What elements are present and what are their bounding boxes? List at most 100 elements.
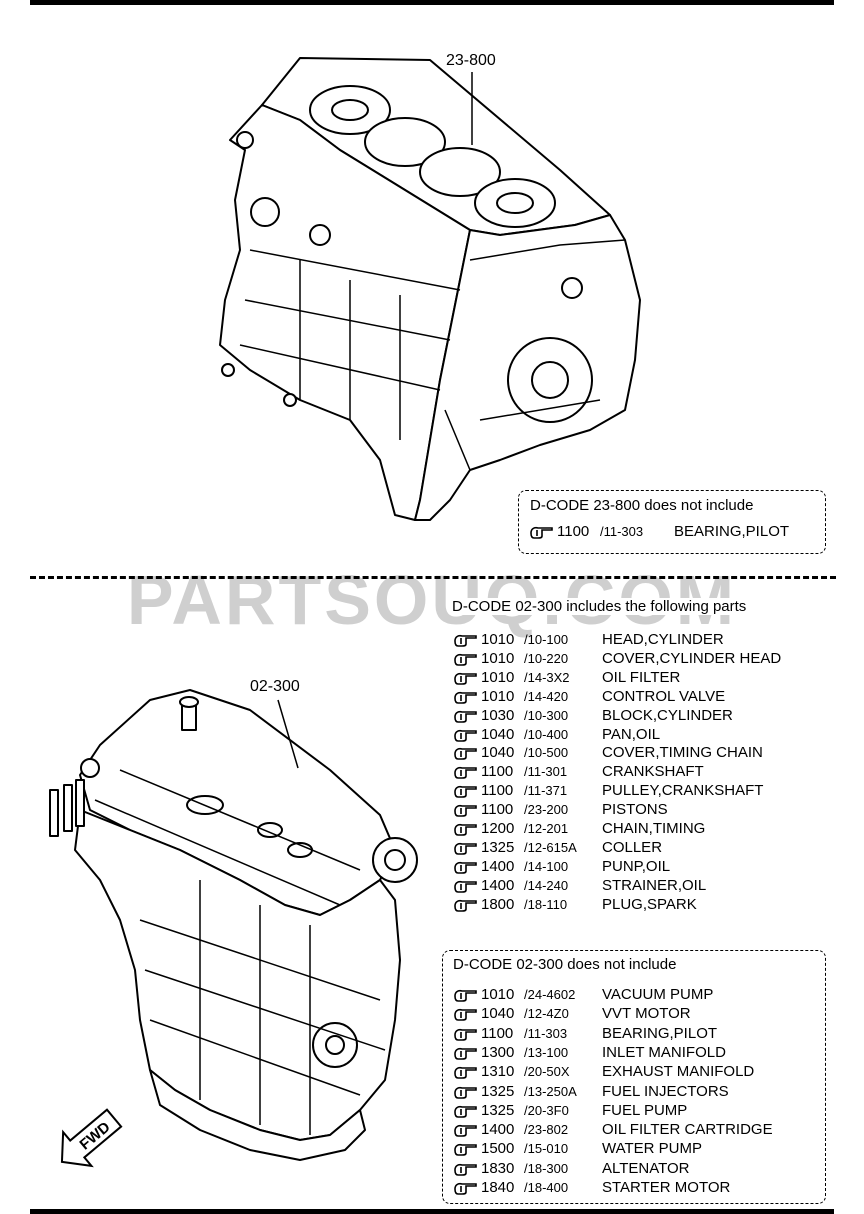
pointing-hand-icon	[454, 653, 477, 666]
part-name: VACUUM PUMP	[602, 986, 714, 1003]
pointing-hand-icon	[454, 805, 477, 817]
section-code: 1030	[481, 706, 515, 724]
pointing-hand-icon	[530, 526, 553, 539]
part-name: COLLER	[602, 838, 663, 856]
part-name: HEAD,CYLINDER	[602, 631, 724, 648]
part-name: EXHAUST MANIFOLD	[602, 1063, 755, 1081]
cylinder-block-drawing	[219, 57, 641, 521]
part-name: FUEL INJECTORS	[602, 1082, 729, 1100]
section-code: 1100	[481, 782, 514, 800]
pointing-hand-icon	[454, 899, 477, 912]
dcode-02-300-includes-title: D-CODE 02-300 includes the following par…	[452, 598, 747, 615]
section-code: 1040	[481, 744, 515, 762]
section-code: 1310	[481, 1063, 515, 1081]
pointing-hand-icon	[454, 748, 477, 761]
sub-code: /12-4Z0	[524, 1006, 569, 1022]
sub-code: /24-4602	[524, 987, 576, 1002]
section-code: 1010	[481, 649, 515, 667]
dcode-23-800-exclusion-title: D-CODE 23-800 does not include	[530, 497, 754, 514]
section-code: 1300	[481, 1043, 515, 1061]
section-code: 1325	[481, 1101, 515, 1119]
pointing-hand-icon	[454, 786, 477, 798]
pointing-hand-icon	[454, 842, 477, 855]
section-code: 1100	[481, 1024, 514, 1042]
pointing-hand-icon	[454, 1163, 477, 1176]
sub-code: /10-500	[524, 745, 569, 761]
sub-code: /23-802	[524, 1122, 569, 1138]
sub-code: /18-400	[524, 1180, 569, 1195]
part-name: FUEL PUMP	[602, 1101, 688, 1119]
pointing-hand-icon	[454, 1125, 477, 1137]
part-name: STRAINER,OIL	[602, 876, 707, 894]
part-name: BEARING,PILOT	[602, 1024, 718, 1042]
section-code: 1010	[481, 986, 515, 1003]
section-code: 1010	[481, 687, 515, 705]
part-name: PULLEY,CRANKSHAFT	[602, 782, 764, 800]
part-name: WATER PUMP	[602, 1140, 702, 1158]
section-code: 1040	[481, 725, 515, 743]
section-code: 1400	[481, 1121, 515, 1139]
callout-02-300: 02-300	[250, 678, 300, 695]
pointing-hand-icon	[454, 634, 477, 647]
section-code: 1100	[481, 763, 514, 781]
sub-code: /13-100	[524, 1044, 569, 1060]
sub-code: /14-420	[524, 688, 569, 704]
pointing-hand-icon	[454, 710, 477, 723]
part-name: BEARING,PILOT	[674, 523, 790, 540]
section-code: 1325	[481, 1082, 515, 1100]
sub-code: /11-301	[524, 764, 568, 780]
part-name: VVT MOTOR	[602, 1005, 691, 1023]
pointing-hand-icon	[454, 880, 477, 893]
pointing-hand-icon	[454, 1105, 477, 1118]
callout-23-800: 23-800	[446, 52, 496, 69]
sub-code: /23-200	[524, 802, 569, 818]
part-name: OIL FILTER	[602, 668, 681, 686]
engine-assembly-ribs	[94, 769, 386, 1135]
sub-code: /12-201	[524, 821, 569, 836]
pointing-hand-icon	[454, 1086, 477, 1099]
pointing-hand-icon	[454, 691, 477, 704]
top-border	[30, 0, 834, 5]
sub-code: /20-3F0	[524, 1102, 569, 1118]
pointing-hand-icon	[454, 1144, 477, 1157]
pointing-hand-icon	[454, 823, 477, 836]
part-name: BLOCK,CYLINDER	[602, 706, 733, 724]
section-code: 1100	[481, 801, 514, 819]
sub-code: /20-50X	[524, 1064, 570, 1080]
sub-code: /10-220	[524, 650, 569, 666]
sub-code: /14-100	[524, 858, 569, 874]
pointing-hand-icon	[454, 729, 477, 742]
section-code: 1100	[557, 523, 590, 540]
pointing-hand-icon	[454, 989, 477, 1002]
section-code: 1325	[481, 838, 515, 856]
sub-code: /13-250A	[524, 1083, 577, 1099]
part-name: PLUG,SPARK	[602, 895, 697, 913]
dcode-23-800-exclusion-box: D-CODE 23-800 does not include	[518, 490, 826, 554]
sub-code: /18-300	[524, 1160, 569, 1176]
section-code: 1500	[481, 1140, 515, 1158]
pointing-hand-icon	[454, 672, 477, 685]
sub-code: /10-300	[524, 707, 569, 723]
callout-leader-02-300	[277, 699, 299, 769]
section-divider	[30, 576, 836, 579]
part-name: PISTONS	[602, 801, 668, 819]
pointing-hand-icon	[454, 1182, 477, 1195]
part-name: INLET MANIFOLD	[602, 1043, 726, 1061]
section-code: 1200	[481, 820, 515, 837]
sub-code: /12-615A	[524, 839, 577, 855]
sub-code: /10-400	[524, 726, 569, 742]
dcode-02-300-exclusion-title: D-CODE 02-300 does not include	[453, 956, 677, 973]
pointing-hand-icon	[454, 1067, 477, 1079]
section-code: 1040	[481, 1005, 515, 1023]
section-code: 1400	[481, 857, 515, 875]
bottom-border	[30, 1209, 834, 1214]
section-code: 1010	[481, 631, 515, 648]
sub-code: /11-303	[600, 524, 644, 539]
sub-code: /14-240	[524, 877, 569, 893]
part-name: PAN,OIL	[602, 725, 661, 743]
sub-code: /18-110	[524, 896, 568, 912]
part-name: STARTER MOTOR	[602, 1179, 731, 1196]
pointing-hand-icon	[454, 1009, 477, 1022]
part-name: ALTENATOR	[602, 1159, 690, 1177]
